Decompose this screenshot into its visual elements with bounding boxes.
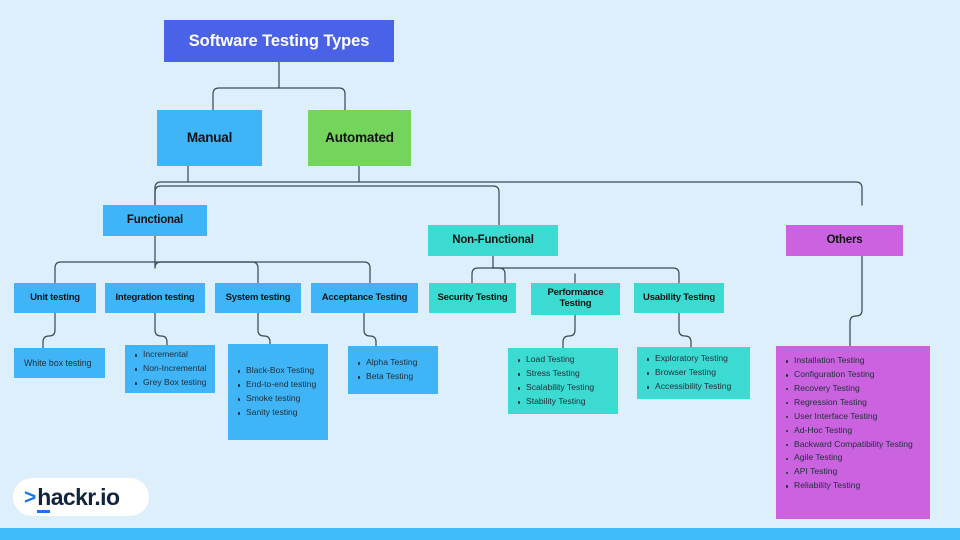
chevron-right-icon: > — [24, 485, 37, 509]
edge-functional-bus — [54, 261, 371, 284]
bottom-accent-bar — [0, 528, 960, 540]
node-title-label: Software Testing Types — [188, 31, 370, 50]
list-item: Load Testing — [517, 353, 594, 367]
list-item: Smoke testing — [237, 392, 316, 406]
node-functional[interactable]: Functional — [103, 205, 207, 236]
node-others-label: Others — [826, 234, 863, 247]
edge-integration-detail — [154, 312, 168, 349]
node-usability-testing-label: Usability Testing — [643, 291, 715, 303]
edge-bus-level3 — [154, 181, 863, 206]
hackr-io-logo[interactable]: > hackr.io — [13, 478, 149, 516]
list-item: API Testing — [786, 465, 913, 479]
logo-underline-accent — [37, 509, 51, 513]
list-item: Ad-Hoc Testing — [786, 424, 913, 438]
edge-nonfunctional-bus — [471, 267, 680, 284]
list-item: Sanity testing — [237, 406, 316, 420]
edge-acceptance-detail — [363, 312, 377, 349]
edge-usability-detail — [678, 312, 692, 349]
detail-system-testing[interactable]: Black-Box Testing End-to-end testing Smo… — [228, 344, 328, 440]
list-item: Incremental — [135, 348, 207, 362]
logo-wordmark: hackr.io — [37, 483, 120, 513]
list-item: Regression Testing — [786, 396, 913, 410]
detail-white-box-testing: White box testing — [24, 358, 92, 368]
list-item: Scalability Testing — [517, 381, 594, 395]
edge-performance-detail — [562, 314, 576, 349]
node-unit-testing-label: Unit testing — [30, 291, 80, 303]
node-system-testing[interactable]: System testing — [215, 283, 301, 313]
node-system-testing-label: System testing — [225, 291, 291, 303]
list-item: Beta Testing — [357, 370, 417, 384]
edge-functional-bus-2 — [154, 261, 259, 284]
list-item: Exploratory Testing — [646, 352, 731, 366]
list-item: Recovery Testing — [786, 382, 913, 396]
edge-bus-level3-inner — [154, 185, 500, 226]
node-performance-testing[interactable]: Performance Testing — [531, 283, 620, 315]
node-functional-label: Functional — [126, 214, 184, 227]
detail-unit-testing[interactable]: White box testing — [14, 348, 105, 378]
detail-acceptance-testing[interactable]: Alpha Testing Beta Testing — [348, 346, 438, 394]
node-automated-label: Automated — [325, 130, 394, 146]
node-security-testing[interactable]: Security Testing — [429, 283, 516, 313]
edge-system-detail — [257, 312, 271, 349]
list-item: Backward Compatibility Testing — [786, 438, 913, 452]
edge-nonfunctional-bus-2 — [492, 267, 506, 284]
list-item: Configuration Testing — [786, 368, 913, 382]
list-item: Reliability Testing — [786, 479, 913, 493]
node-usability-testing[interactable]: Usability Testing — [634, 283, 724, 313]
detail-usability-testing[interactable]: Exploratory Testing Browser Testing Acce… — [637, 347, 750, 399]
node-non-functional-label: Non-Functional — [452, 234, 534, 247]
list-item: Alpha Testing — [357, 356, 417, 370]
list-item: Grey Box testing — [135, 376, 207, 390]
list-item: Non-Incremental — [135, 362, 207, 376]
node-non-functional[interactable]: Non-Functional — [428, 225, 558, 256]
list-item: Stability Testing — [517, 395, 594, 409]
edge-unit-detail — [42, 312, 56, 349]
node-manual[interactable]: Manual — [157, 110, 262, 166]
node-acceptance-testing-label: Acceptance Testing — [321, 291, 408, 303]
list-item: Browser Testing — [646, 366, 731, 380]
node-unit-testing[interactable]: Unit testing — [14, 283, 96, 313]
detail-performance-testing[interactable]: Load Testing Stress Testing Scalability … — [508, 348, 618, 414]
node-integration-testing[interactable]: Integration testing — [105, 283, 205, 313]
node-others[interactable]: Others — [786, 225, 903, 256]
detail-others[interactable]: Installation Testing Configuration Testi… — [776, 346, 930, 519]
edge-others-down — [849, 255, 863, 347]
edge-bus-manual-automated — [212, 87, 346, 111]
list-item: User Interface Testing — [786, 410, 913, 424]
list-item: Installation Testing — [786, 354, 913, 368]
list-item: Stress Testing — [517, 367, 594, 381]
list-item: Accessibility Testing — [646, 380, 731, 394]
list-item: Black-Box Testing — [237, 364, 316, 378]
list-item: Agile Testing — [786, 451, 913, 465]
node-manual-label: Manual — [186, 130, 233, 146]
detail-integration-testing[interactable]: Incremental Non-Incremental Grey Box tes… — [125, 345, 215, 393]
node-performance-testing-label: Performance Testing — [547, 287, 604, 309]
node-automated[interactable]: Automated — [308, 110, 411, 166]
node-software-testing-types[interactable]: Software Testing Types — [164, 20, 394, 62]
node-acceptance-testing[interactable]: Acceptance Testing — [311, 283, 418, 313]
list-item: End-to-end testing — [237, 378, 316, 392]
node-security-testing-label: Security Testing — [437, 291, 508, 303]
logo-wordmark-text: hackr.io — [37, 483, 120, 510]
node-integration-testing-label: Integration testing — [115, 291, 195, 303]
